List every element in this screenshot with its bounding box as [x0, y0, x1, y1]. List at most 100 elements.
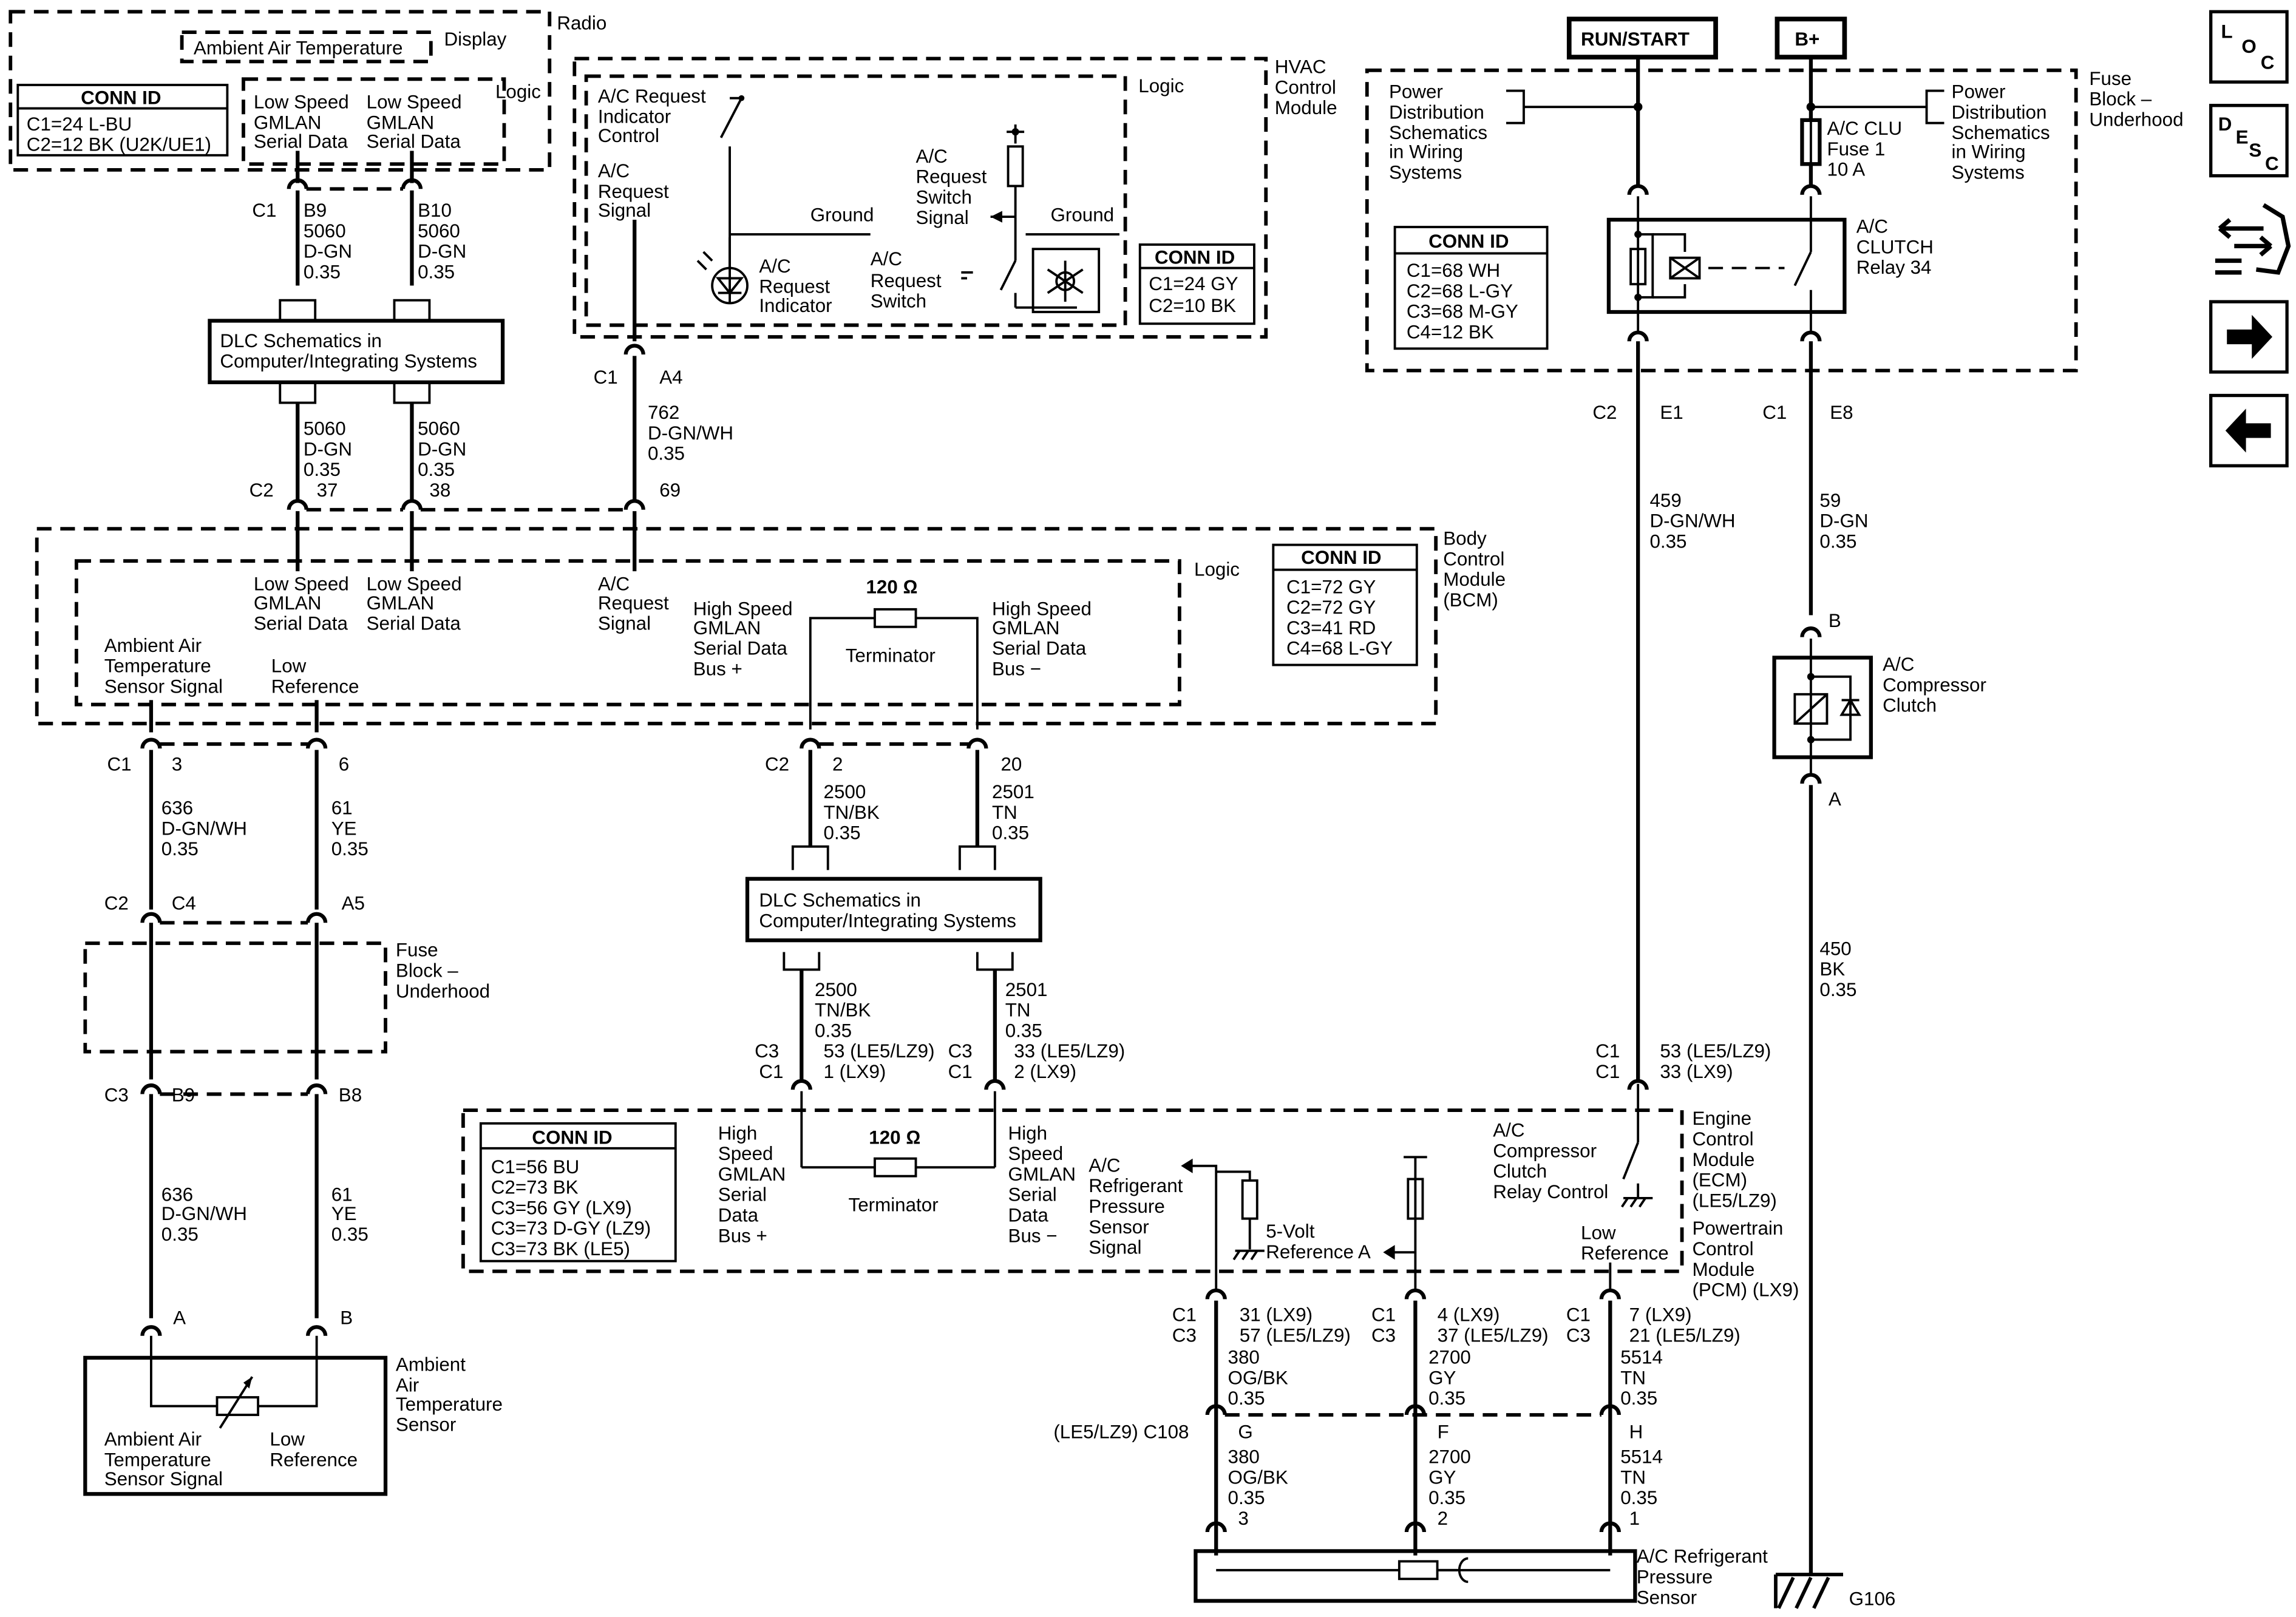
amb-sensor-title-l2: Air — [396, 1374, 419, 1395]
radio-ls1-l1: Low Speed — [254, 92, 349, 113]
ps-title-l1: A/C Refrigerant — [1637, 1546, 1768, 1567]
run-start-box — [1566, 16, 1718, 59]
fuse-conn1: C1=68 WH — [1407, 260, 1500, 281]
amb-pin6: 6 — [339, 753, 349, 775]
ref-resistor-icon — [1407, 1178, 1424, 1220]
ps-pin21: 21 (LE5/LZ9) — [1629, 1324, 1741, 1346]
prev-page-button[interactable] — [2209, 393, 2289, 468]
bcm-amb-l3: Sensor Signal — [104, 676, 223, 697]
ecm-relay-l3: Clutch — [1493, 1161, 1547, 1182]
radio-ls1-l3: Serial Data — [254, 131, 348, 152]
pds-right-l1: Power — [1952, 81, 2006, 103]
fuse-right-title-l2: Block – — [2089, 89, 2152, 110]
wire-2500-a-num: 2500 — [824, 781, 866, 802]
pcm-title-l2: Control — [1692, 1238, 1753, 1259]
ecm-hs-plus-l5: Data — [718, 1204, 759, 1225]
ecm-hs-minus-l2: Speed — [1008, 1143, 1064, 1164]
radio-pin-b9: B9 — [304, 200, 327, 221]
fuse-right-title-l3: Underhood — [2089, 109, 2183, 131]
ps-pin31: 31 (LX9) — [1240, 1304, 1313, 1326]
ps-c3-b: C3 — [1371, 1324, 1396, 1346]
relay-l1: A/C — [1856, 216, 1888, 237]
bcm-hs-plus-l3: Serial Data — [693, 638, 788, 659]
wire-636-a-gauge: 0.35 — [161, 838, 199, 859]
hvac-ind-ctrl-l1: A/C Request — [598, 86, 706, 107]
compressor-clutch-box — [1772, 656, 1873, 759]
wire-2501-a-color: TN — [992, 802, 1017, 823]
ecm-relay-l4: Relay Control — [1493, 1181, 1608, 1202]
relay-box — [1606, 217, 1847, 314]
radio-logic: Logic — [495, 81, 541, 103]
bcm-hs-minus-l3: Serial Data — [992, 638, 1087, 659]
clutch-l3: Clutch — [1883, 695, 1937, 716]
hs-pin53: 53 (LE5/LZ9) — [824, 1040, 935, 1062]
hvac-indicator-l2: Request — [759, 276, 830, 297]
g106-label: G106 — [1849, 1588, 1896, 1610]
radio-ls1-l2: GMLAN — [254, 112, 322, 133]
hvac-switch-l2: Request — [871, 270, 942, 291]
hs-c1-b: C1 — [948, 1061, 973, 1082]
relay-coil-icon — [1669, 256, 1701, 280]
ecm-conn1: C1=56 BU — [491, 1156, 580, 1178]
switch-housing — [1031, 248, 1101, 313]
amb-sensor-sig-l2: Temperature — [104, 1449, 211, 1470]
bcm-hs-minus-l2: GMLAN — [992, 617, 1060, 639]
radio-ls2-l1: Low Speed — [367, 92, 462, 113]
radio-module-box — [8, 10, 552, 172]
radio-c1: C1 — [252, 200, 276, 221]
dlc-mid-l2: Computer/Integrating Systems — [759, 910, 1016, 931]
thermistor-icon — [216, 1396, 260, 1416]
ecm-relay-l1: A/C — [1493, 1120, 1524, 1141]
radio-display-box — [180, 30, 433, 64]
ambient-sensor-box — [83, 1355, 388, 1496]
fuse-block-left-box — [83, 941, 387, 1054]
pcm-title-l1: Powertrain — [1692, 1218, 1783, 1239]
ps-c1-a: C1 — [1172, 1304, 1197, 1326]
bcm-hs-plus-l2: GMLAN — [693, 617, 761, 639]
bcm-pin-38: 38 — [429, 480, 450, 501]
amb-sensor-low-l2: Reference — [270, 1449, 358, 1470]
ecm-term-ohm: 120 Ω — [869, 1127, 920, 1148]
hvac-module-box — [572, 56, 1268, 339]
hvac-title-l2: Control — [1275, 76, 1336, 98]
wire-2501-a-gauge: 0.35 — [992, 822, 1029, 844]
loc-button[interactable]: L O C — [2209, 10, 2289, 84]
ps-pin4: 4 (LX9) — [1438, 1304, 1500, 1326]
wire-2501-b-num: 2501 — [1005, 979, 1048, 1000]
wire-636-b-color: D-GN/WH — [161, 1203, 247, 1224]
wire-636-a-num: 636 — [161, 798, 193, 819]
ecm-hs-minus-l1: High — [1008, 1122, 1048, 1144]
next-page-button[interactable] — [2209, 300, 2289, 374]
bcm-amb-l1: Ambient Air — [104, 635, 202, 656]
connector-tool-icon[interactable] — [2215, 203, 2291, 275]
snowflake-icon — [1047, 260, 1084, 302]
wire-59-num: 59 — [1819, 490, 1841, 511]
c108-pin-g: G — [1238, 1422, 1252, 1443]
bcm-conn3: C3=41 RD — [1286, 617, 1376, 639]
relay-pin-e1: E1 — [1660, 402, 1683, 423]
amb-sensor-title-l1: Ambient — [396, 1354, 466, 1375]
desc-button[interactable]: D E S C — [2209, 104, 2289, 178]
amb-sensor-title-l4: Sensor — [396, 1414, 456, 1436]
fuse-left-l3: Underhood — [396, 980, 490, 1002]
ecm-hs-plus-l2: Speed — [718, 1143, 773, 1164]
amb-c2: C2 — [104, 892, 129, 914]
dlc-top-l1: DLC Schematics in — [220, 330, 382, 351]
wire-61-b-gauge: 0.35 — [331, 1224, 369, 1245]
run-start-label: RUN/START — [1581, 29, 1690, 50]
amb-c4: C4 — [172, 892, 196, 914]
hs-c1-a: C1 — [759, 1061, 783, 1082]
bcm-term-ohm: 120 Ω — [866, 576, 917, 597]
ecm-hs-minus-l3: GMLAN — [1008, 1164, 1076, 1185]
wire-762-color: D-GN/WH — [648, 422, 733, 444]
wire-450-color: BK — [1819, 958, 1845, 980]
bcm-conn-title: CONN ID — [1301, 547, 1381, 568]
hs-c3-a: C3 — [755, 1040, 779, 1062]
radio-title: Radio — [557, 12, 606, 33]
fuse-conn3: C3=68 M-GY — [1407, 301, 1518, 322]
ecm-press-l4: Sensor — [1089, 1216, 1149, 1238]
ps-c3-c: C3 — [1566, 1324, 1591, 1346]
hs-pin33: 33 (LE5/LZ9) — [1014, 1040, 1125, 1062]
pullup-resistor-icon — [1241, 1179, 1258, 1220]
ecm-ref5v-l1: 5-Volt — [1266, 1221, 1314, 1242]
